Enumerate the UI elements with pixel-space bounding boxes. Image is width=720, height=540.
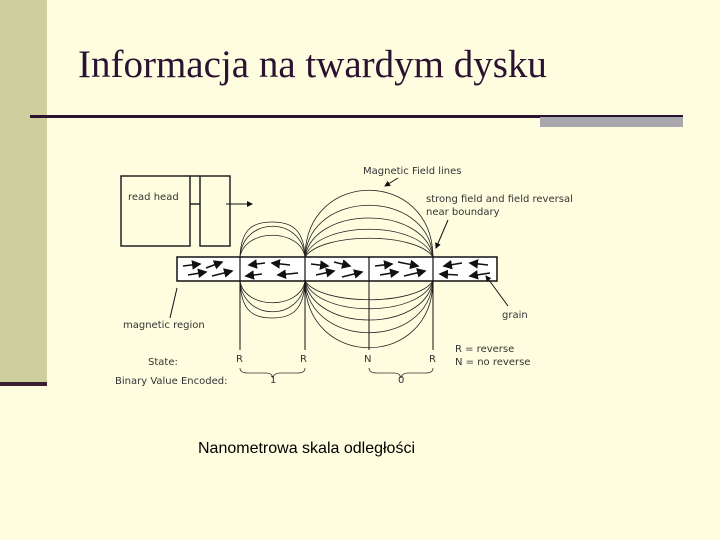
magnetic-region-label: magnetic region — [123, 320, 205, 331]
title-underline-accent — [540, 117, 683, 127]
read-head-box — [120, 175, 191, 247]
magnetic-field-lines-label: Magnetic Field lines — [363, 166, 462, 177]
title-underline-end — [540, 115, 683, 117]
binary-value-label: Binary Value Encoded: — [115, 376, 227, 387]
state-1: R — [236, 354, 243, 365]
grain-arrows — [182, 259, 491, 280]
state-4: R — [429, 354, 436, 365]
strong-field-label-1: strong field and field reversal — [426, 194, 573, 205]
legend-no-reverse: N = no reverse — [455, 357, 530, 368]
magnetic-storage-diagram: read head — [115, 166, 573, 387]
left-accent-bar — [0, 0, 47, 386]
strong-field-label-2: near boundary — [426, 207, 500, 218]
bit-bracket-1 — [239, 367, 306, 379]
slide-title: Informacja na twardym dysku — [78, 43, 547, 86]
bit-bracket-2 — [368, 367, 434, 379]
grain-label: grain — [502, 310, 528, 321]
region-boundaries — [239, 257, 434, 281]
slide-caption: Nanometrowa skala odległości — [198, 440, 415, 457]
bit-2: 0 — [398, 375, 404, 386]
legend-reverse: R = reverse — [455, 344, 514, 355]
field-lines-small — [239, 221, 306, 319]
magnetic-strip — [176, 256, 498, 282]
state-lines — [239, 281, 434, 350]
field-lines-large — [304, 189, 434, 349]
title-underline — [30, 115, 540, 118]
read-head-gap-box — [199, 175, 231, 247]
state-3: N — [364, 354, 371, 365]
bit-1: 1 — [270, 375, 276, 386]
left-accent-bar-foot — [0, 382, 47, 386]
state-label: State: — [148, 357, 178, 368]
state-2: R — [300, 354, 307, 365]
read-head-label: read head — [128, 192, 179, 203]
